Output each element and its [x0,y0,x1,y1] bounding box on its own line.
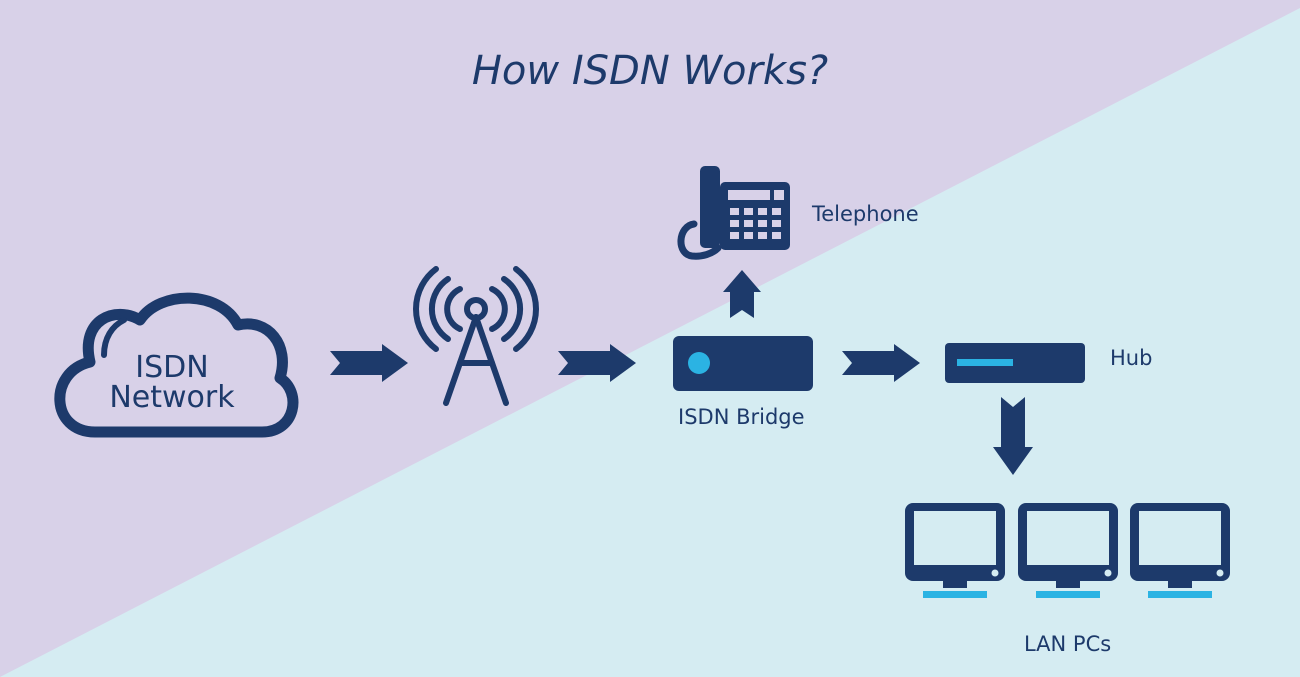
hub-icon [945,343,1085,383]
monitor-icon [905,503,1005,598]
cloud-label-line1: ISDN [135,350,209,385]
page-title: How ISDN Works? [471,48,829,94]
arrow-right-icon [558,344,636,382]
bridge-label: ISDN Bridge [678,405,805,429]
arrow-right-icon [842,344,920,382]
arrow-up-icon [723,270,761,318]
monitor-icon [1018,503,1118,598]
arrow-right-icon [330,344,408,382]
telephone-icon [677,166,790,260]
telephone-label: Telephone [812,202,919,226]
lan-pcs-label: LAN PCs [1024,632,1112,656]
hub-label: Hub [1110,346,1153,370]
bridge-device-icon [673,336,813,391]
cloud-label-line2: Network [109,380,235,415]
arrow-down-icon [993,397,1033,475]
antenna-tower-icon [413,266,539,406]
monitor-icon [1130,503,1230,598]
